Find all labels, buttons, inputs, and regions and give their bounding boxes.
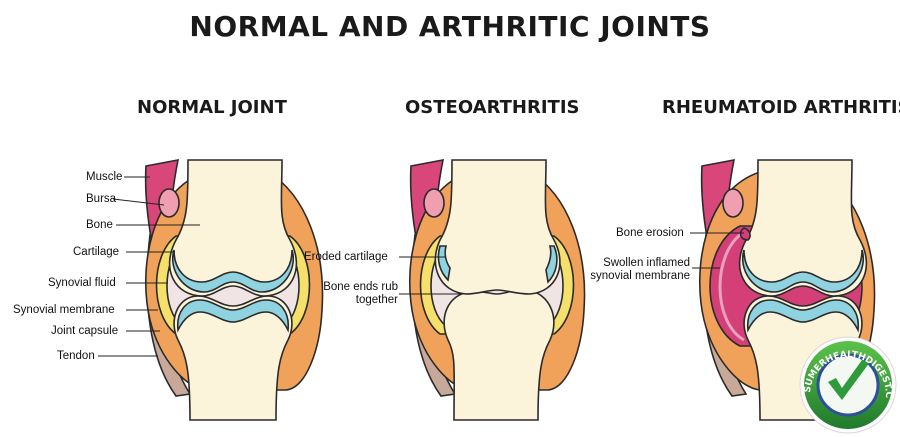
oa-upper-bone-shape [434, 159, 561, 295]
osteoarthritis-illustration [408, 158, 586, 421]
upper-bone-shape [168, 159, 298, 297]
label-bone-erosion: Bone erosion [616, 227, 684, 239]
normal-joint-leader-lines [98, 176, 200, 357]
label-bursa: Bursa [86, 193, 117, 205]
label-eroded-cartilage: Eroded cartilage [304, 251, 388, 263]
label-joint-capsule: Joint capsule [51, 325, 119, 337]
oa-lower-bone-shape [443, 288, 555, 421]
label-cartilage: Cartilage [73, 246, 120, 258]
label-synovial-membrane: Synovial membrane [13, 304, 115, 316]
ra-bone-erosion-shape [739, 227, 751, 241]
label-bone: Bone [86, 219, 113, 231]
label-synovial-fluid: Synovial fluid [48, 277, 116, 289]
rheumatoid-leader-lines [690, 232, 744, 269]
heading-normal-joint: NORMAL JOINT [137, 97, 287, 118]
oa-eroded-cartilage-shape [437, 245, 451, 282]
label-tendon: Tendon [57, 350, 95, 362]
osteoarthritis-leader-lines [399, 256, 470, 295]
ra-membrane-rim-shape [718, 230, 745, 342]
normal-joint-illustration [144, 158, 324, 421]
heading-rheumatoid-arthritis: RHEUMATOID ARTHRITIS [662, 97, 900, 118]
oa-bursa-shape [423, 188, 445, 218]
upper-cartilage-shape [171, 249, 295, 293]
lower-cartilage-shape [176, 299, 290, 333]
page-title: NORMAL AND ARTHRITIC JOINTS [189, 10, 711, 43]
heading-osteoarthritis: OSTEOARTHRITIS [405, 97, 580, 118]
label-synovial-membrane-ra: synovial membrane [590, 270, 690, 282]
ra-bursa-shape [722, 188, 744, 218]
oa-eroded-cartilage-right-shape [545, 245, 558, 284]
check-icon [828, 360, 870, 400]
label-bone-ends-rub: Bone ends rub [323, 281, 398, 293]
rheumatoid-arthritis-illustration [698, 158, 876, 421]
bursa-shape [158, 188, 180, 218]
label-muscle: Muscle [86, 171, 123, 183]
ra-upper-cartilage-shape [741, 249, 865, 293]
label-swollen-inflamed: Swollen inflamed [603, 257, 690, 269]
ra-lower-cartilage-shape [746, 299, 860, 333]
label-together: together [355, 294, 398, 306]
